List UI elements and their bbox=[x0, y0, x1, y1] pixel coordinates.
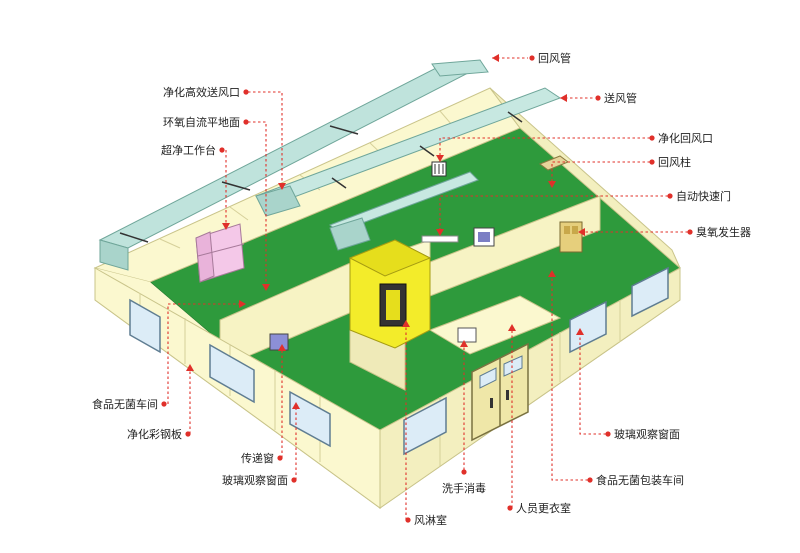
label-color-steel-panel: 净化彩钢板 bbox=[127, 427, 182, 441]
label-changing-room: 人员更衣室 bbox=[516, 501, 571, 515]
glass-windows-left bbox=[129, 298, 331, 448]
pass-box-right-inner bbox=[478, 232, 490, 242]
leader-lines bbox=[167, 54, 688, 520]
label-window-left: 玻璃观察窗面 bbox=[222, 473, 288, 487]
return-air-duct bbox=[98, 59, 489, 271]
changing-room-door bbox=[471, 342, 529, 442]
label-hand-wash: 洗手消毒 bbox=[442, 481, 486, 495]
label-air-shower: 风淋室 bbox=[414, 513, 447, 527]
label-epoxy-floor: 环氧自流平地面 bbox=[163, 115, 240, 129]
ozone-panel-a bbox=[564, 226, 570, 234]
air-shower-top bbox=[348, 239, 432, 277]
grille-lines bbox=[434, 164, 444, 174]
label-ozone-generator: 臭氧发生器 bbox=[696, 225, 751, 239]
label-food-workshop: 食品无菌车间 bbox=[92, 397, 158, 411]
glass-windows-right bbox=[403, 266, 669, 456]
label-return-column: 回风柱 bbox=[658, 155, 691, 169]
auto-door-rail bbox=[421, 235, 459, 243]
label-window-right: 玻璃观察窗面 bbox=[614, 427, 680, 441]
air-shower-panel bbox=[386, 290, 400, 320]
label-auto-door: 自动快速门 bbox=[676, 189, 731, 203]
hand-wash-sink bbox=[457, 327, 477, 343]
label-packaging-workshop: 食品无菌包装车间 bbox=[596, 473, 684, 487]
label-hepa-outlet: 净化高效送风口 bbox=[163, 85, 240, 99]
label-dots bbox=[161, 55, 693, 523]
label-return-outlet: 净化回风口 bbox=[658, 131, 713, 145]
pass-box-left bbox=[269, 333, 289, 351]
label-clean-bench: 超净工作台 bbox=[161, 143, 216, 157]
label-pass-box: 传递窗 bbox=[241, 451, 274, 465]
ozone-panel-b bbox=[572, 226, 578, 234]
label-supply-duct: 送风管 bbox=[604, 91, 637, 105]
label-return-duct: 回风管 bbox=[538, 51, 571, 65]
clean-bench bbox=[195, 223, 245, 283]
ozone-generator-unit bbox=[559, 221, 583, 253]
